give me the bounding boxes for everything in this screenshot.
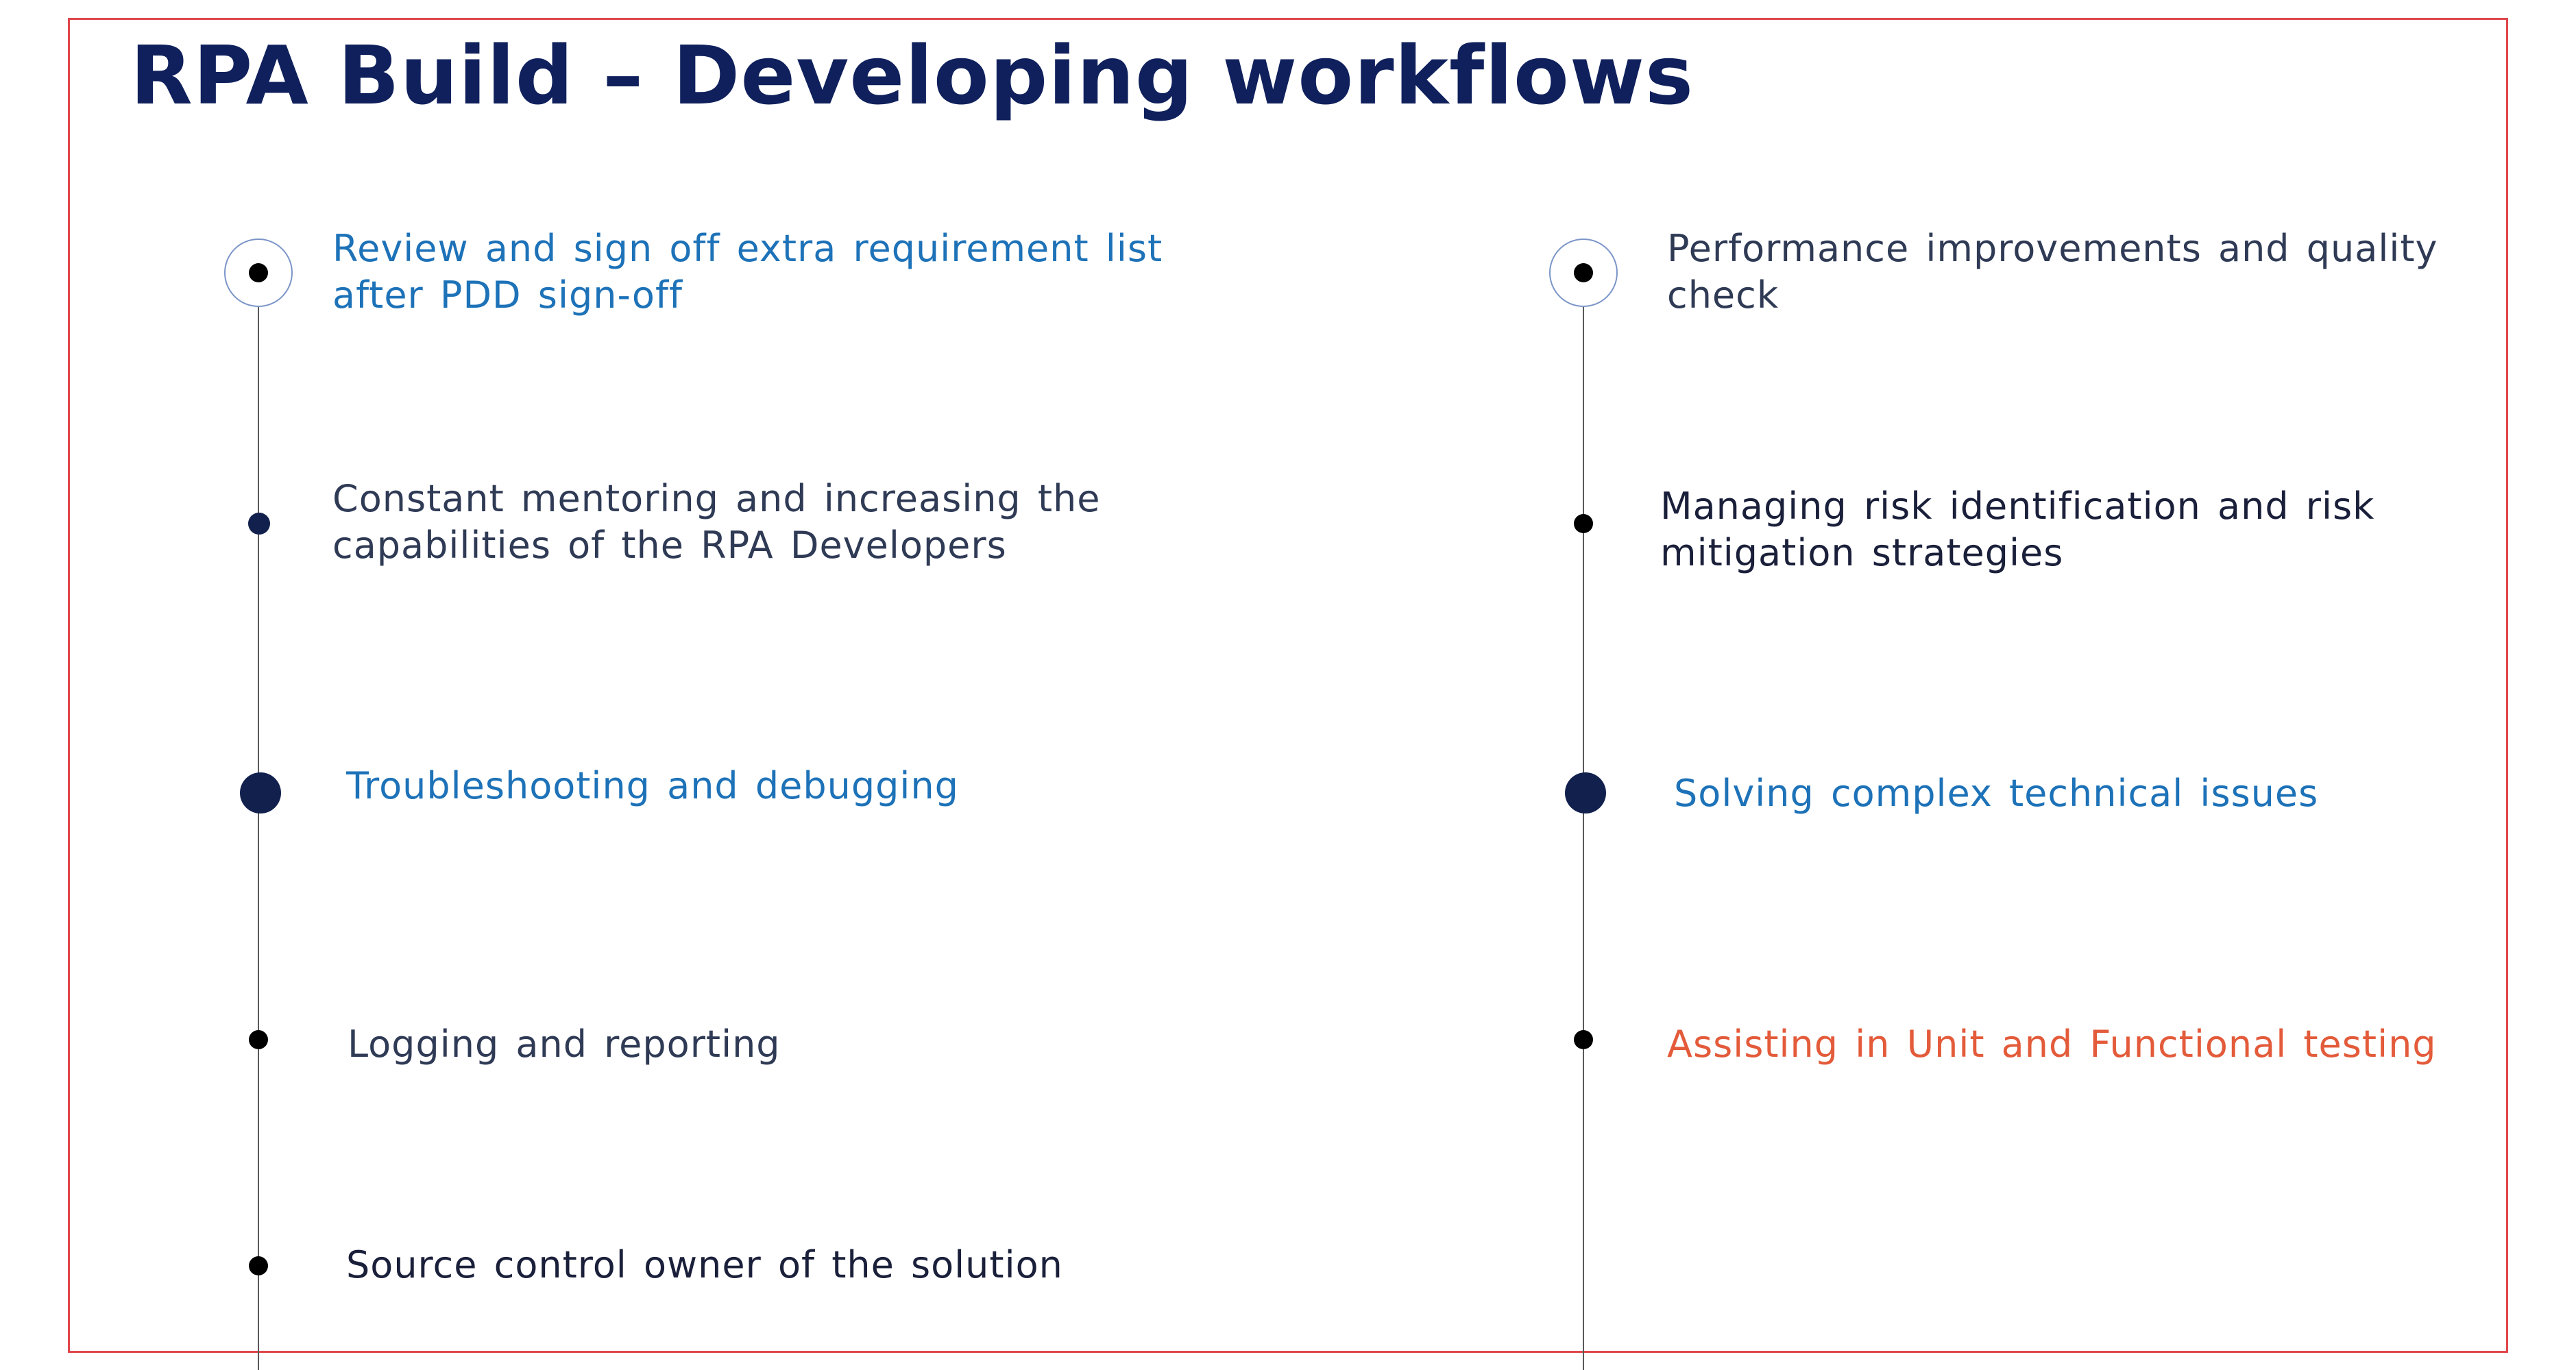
left-item-4-line1: Logging and reporting <box>348 1023 781 1066</box>
right-item-2: Managing risk identification and risk mi… <box>1660 483 2374 576</box>
right-item-3: Solving complex technical issues <box>1674 770 2318 817</box>
left-item-1-line2: after PDD sign-off <box>332 273 683 317</box>
right-item-4-line1: Assisting in Unit and Functional testing <box>1667 1023 2437 1066</box>
left-item-5-line1: Source control owner of the solution <box>346 1243 1063 1286</box>
left-item-3: Troubleshooting and debugging <box>346 763 959 809</box>
left-item-3-line1: Troubleshooting and debugging <box>346 764 959 807</box>
left-item-2-line2: capabilities of the RPA Developers <box>332 524 1007 567</box>
left-item-2: Constant mentoring and increasing the ca… <box>332 476 1101 569</box>
large-dot-icon <box>1565 772 1606 814</box>
right-item-2-line2: mitigation strategies <box>1660 531 2064 574</box>
right-item-3-line1: Solving complex technical issues <box>1674 772 2319 815</box>
right-item-1-line2: check <box>1667 273 1779 317</box>
small-dot-icon <box>1574 514 1593 533</box>
small-dot-icon <box>1574 1030 1593 1049</box>
small-dot-icon <box>249 1030 268 1049</box>
small-dot-icon <box>249 1256 268 1275</box>
right-item-2-line1: Managing risk identification and risk <box>1660 485 2375 528</box>
large-dot-icon <box>240 772 281 814</box>
left-item-1-line1: Review and sign off extra requirement li… <box>332 227 1163 270</box>
left-item-1: Review and sign off extra requirement li… <box>332 225 1163 319</box>
slide-frame <box>68 18 2508 1353</box>
right-timeline-line <box>1583 271 1584 1370</box>
left-item-2-line1: Constant mentoring and increasing the <box>332 477 1101 520</box>
left-item-4: Logging and reporting <box>348 1021 781 1068</box>
left-item-5: Source control owner of the solution <box>346 1242 1063 1288</box>
ring-dot-icon <box>249 263 268 282</box>
right-item-1-line1: Performance improvements and quality <box>1667 227 2438 270</box>
left-timeline-line <box>258 271 259 1370</box>
ring-dot-icon <box>1574 263 1593 282</box>
page-title: RPA Build – Developing workflows <box>130 28 1694 123</box>
small-dot-icon <box>248 513 270 535</box>
right-item-1: Performance improvements and quality che… <box>1667 225 2438 319</box>
right-item-4: Assisting in Unit and Functional testing <box>1667 1021 2437 1068</box>
